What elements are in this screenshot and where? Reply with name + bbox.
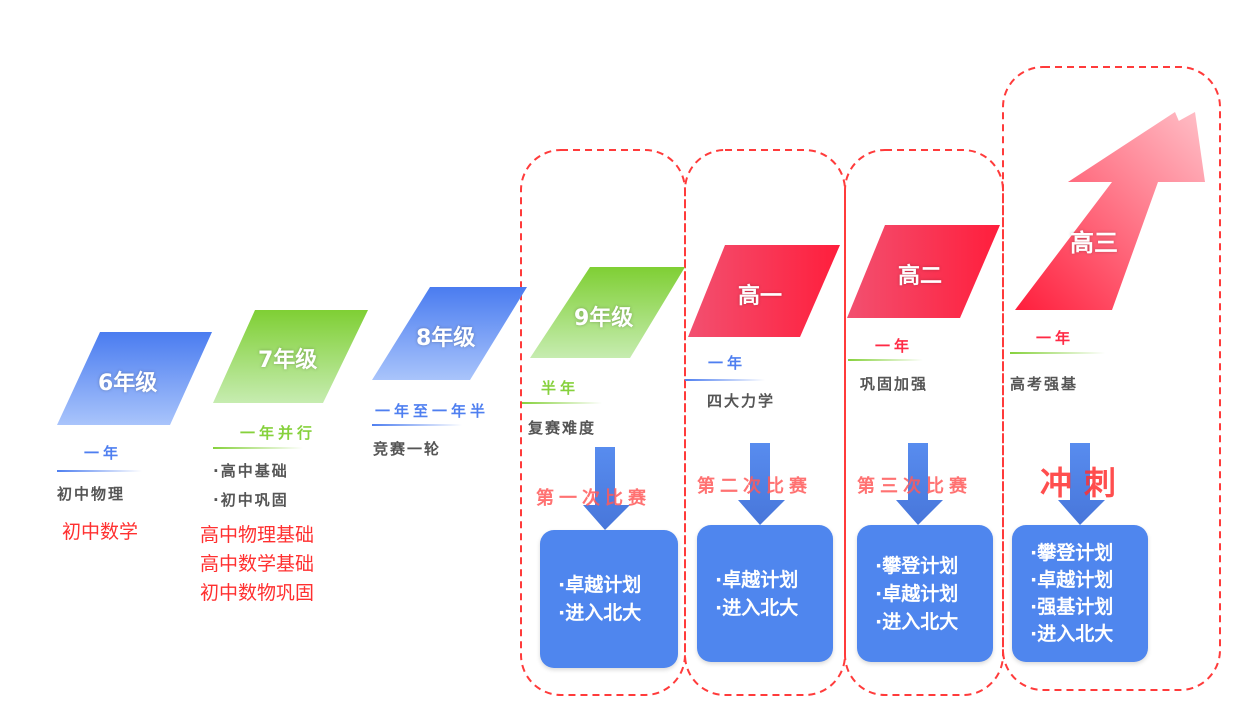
grade-g1-label: 高一 — [738, 284, 783, 309]
red-note-7-2: 高中数学基础 — [200, 553, 315, 575]
competition-2: 第二次比赛 — [697, 476, 812, 497]
arrow-down-icon — [738, 443, 785, 525]
duration-g3: 一年 — [1036, 329, 1075, 347]
plan-item: ·卓越计划 — [558, 574, 642, 596]
competition-1: 第一次比赛 — [536, 488, 651, 509]
dashed-frames — [520, 66, 1221, 696]
grade-6-label: 6年级 — [98, 371, 158, 396]
down-arrows — [583, 443, 1105, 530]
desc-g2: 巩固加强 — [860, 375, 929, 393]
desc-g3: 高考强基 — [1010, 375, 1079, 393]
duration-g1: 一年 — [708, 354, 747, 372]
grade-8-shape — [372, 287, 527, 380]
grade-g3-label: 高三 — [1070, 229, 1118, 257]
grade-g2-label: 高二 — [898, 264, 943, 289]
desc-6: 初中物理 — [57, 485, 126, 503]
frame-g1 — [684, 149, 846, 696]
plan-item: ·进入北大 — [1030, 622, 1114, 645]
grade-9-shape — [530, 267, 685, 358]
red-note-7-1: 高中物理基础 — [200, 524, 315, 546]
sprint-label: 冲刺 — [1040, 464, 1129, 502]
plan-box-9: ·卓越计划 ·进入北大 — [540, 530, 678, 668]
frame-g2 — [844, 149, 1004, 696]
red-note-6: 初中数学 — [62, 521, 139, 543]
divider — [848, 359, 923, 361]
divider — [213, 447, 303, 449]
divider — [372, 424, 462, 426]
plan-item: ·卓越计划 — [875, 582, 959, 605]
divider — [685, 379, 765, 381]
plan-item: ·强基计划 — [1030, 595, 1114, 618]
grade-8-label: 8年级 — [416, 326, 476, 351]
grade-7-shape — [213, 310, 368, 403]
grade-g1-shape — [688, 245, 840, 337]
plan-item: ·进入北大 — [715, 596, 799, 619]
divider — [522, 402, 602, 404]
duration-6: 一年 — [84, 444, 123, 462]
desc-9: 复赛难度 — [528, 419, 597, 437]
plan-item: ·进入北大 — [875, 610, 959, 633]
duration-g2: 一年 — [875, 337, 914, 355]
duration-9: 半年 — [541, 379, 580, 397]
arrow-down-icon — [583, 447, 630, 530]
plan-box-g1: ·卓越计划 ·进入北大 — [697, 525, 833, 662]
grade-9-label: 9年级 — [574, 306, 634, 331]
grade-g3-arrow-body — [1015, 112, 1205, 310]
duration-8: 一年至一年半 — [375, 402, 490, 420]
plan-box-g3: ·攀登计划 ·卓越计划 ·强基计划 ·进入北大 — [1012, 525, 1148, 662]
desc-7-2: ·初中巩固 — [213, 491, 289, 509]
plan-item: ·进入北大 — [558, 602, 642, 624]
frame-g3 — [1002, 66, 1221, 691]
desc-7-1: ·高中基础 — [213, 462, 289, 480]
competition-3: 第三次比赛 — [857, 476, 972, 497]
plan-item: ·卓越计划 — [715, 568, 799, 591]
red-note-7-3: 初中数物巩固 — [200, 582, 315, 604]
arrow-down-icon — [896, 443, 943, 525]
grade-6-shape — [57, 332, 212, 425]
duration-7: 一年并行 — [240, 424, 317, 442]
grade-g2-shape — [847, 225, 1000, 318]
arrow-down-icon — [1058, 443, 1105, 525]
frame-9 — [520, 149, 686, 696]
grade-7-label: 7年级 — [258, 348, 318, 373]
plan-box-g2: ·攀登计划 ·卓越计划 ·进入北大 — [857, 525, 993, 662]
plan-item: ·卓越计划 — [1030, 568, 1114, 591]
divider — [57, 470, 142, 472]
plan-item: ·攀登计划 — [1030, 541, 1114, 564]
divider — [1010, 352, 1105, 354]
desc-g1: 四大力学 — [707, 392, 776, 410]
plan-item: ·攀登计划 — [875, 554, 959, 577]
desc-8: 竞赛一轮 — [373, 440, 442, 458]
